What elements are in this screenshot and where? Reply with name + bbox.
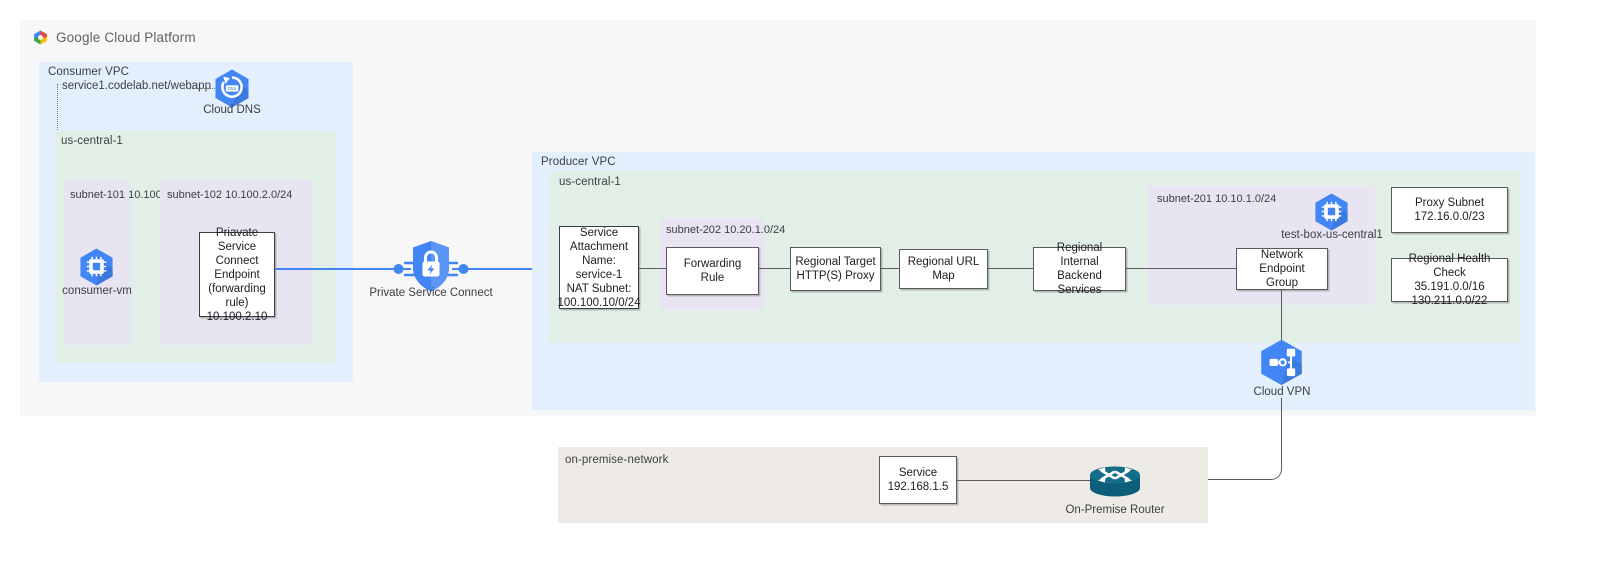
compute-engine-vm-icon	[1315, 193, 1348, 231]
psc-endpoint-line1: Priavate Service	[215, 226, 259, 253]
psc-link-right	[452, 268, 560, 270]
forwarding-rule-node: Forwarding Rule	[666, 247, 759, 295]
backend-services-node: Regional Internal Backend Services	[1033, 242, 1126, 296]
psc-link-left	[275, 268, 411, 270]
cloud-dns-label-line2: DNS	[236, 104, 261, 116]
link-urlmap-to-backend	[988, 268, 1033, 270]
neg-line2: Group	[1266, 277, 1298, 289]
cloud-dns-label-line1: Cloud	[203, 104, 234, 116]
private-service-connect-shield-icon	[393, 241, 469, 292]
on-premise-router-icon	[1090, 466, 1140, 497]
on-premise-network-label: on-premise-network	[565, 454, 669, 466]
target-http-proxy-line2: HTTP(S) Proxy	[796, 270, 875, 282]
health-check-line2: 35.191.0.0/16	[1414, 281, 1485, 293]
link-vpn-to-router	[1150, 398, 1282, 480]
proxy-subnet-node: Proxy Subnet 172.16.0.0/23	[1391, 187, 1508, 233]
compute-engine-vm-icon	[80, 248, 113, 286]
network-endpoint-group-node: Network Endpoint Group	[1236, 248, 1328, 290]
on-premise-service-line2: 192.168.1.5	[887, 481, 949, 493]
psc-label: Private Service Connect	[369, 287, 493, 299]
test-box-node	[1312, 192, 1351, 237]
google-cloud-logo-icon	[34, 30, 47, 45]
backend-services-line1: Regional Internal	[1056, 242, 1103, 268]
neg-line1: Network Endpoint	[1259, 249, 1305, 275]
proxy-subnet-line1: Proxy Subnet	[1414, 197, 1485, 209]
psc-endpoint-node: Priavate Service Connect Endpoint (forwa…	[199, 227, 275, 323]
link-proxy-to-urlmap	[881, 268, 899, 270]
proxy-subnet-line2: 172.16.0.0/23	[1414, 211, 1485, 223]
subnet-202-name: subnet-202	[666, 224, 722, 236]
cloud-vpn-icon	[1261, 339, 1302, 386]
cloud-dns-label: Cloud DNS	[196, 103, 268, 117]
cloud-dns-icon: DNS	[215, 69, 249, 108]
psc-endpoint-line2: Connect Endpoint	[214, 254, 260, 281]
consumer-vm-label: consumer-vm	[62, 285, 132, 297]
dns-url-text: service1.codelab.net/webapp	[62, 80, 211, 92]
health-check-line1: Regional Health Check	[1408, 253, 1491, 279]
forwarding-rule-label: Forwarding Rule	[683, 258, 742, 284]
url-map-label: Regional URL Map	[907, 256, 980, 282]
subnet-102-label: subnet-102 10.100.2.0/24	[167, 189, 292, 202]
service-attachment-line2: Attachment	[569, 240, 629, 253]
gcp-header-title: Google Cloud Platform	[56, 30, 196, 45]
subnet-201-label: subnet-201 10.10.1.0/24	[1157, 193, 1276, 206]
on-premise-service-line1: Service	[898, 467, 938, 479]
target-http-proxy-node: Regional Target HTTP(S) Proxy	[790, 247, 881, 291]
psc-shield-node	[392, 238, 470, 303]
subnet-201-name: subnet-201	[1157, 193, 1213, 205]
service-attachment-line1: Service	[579, 226, 619, 239]
link-service-to-router	[957, 480, 1092, 482]
subnet-202-cidr: 10.20.1.0/24	[724, 224, 786, 236]
backend-services-line2: Backend Services	[1057, 270, 1102, 296]
producer-region-label: us-central-1	[559, 176, 621, 188]
cloud-dns-node: DNS	[212, 68, 252, 114]
consumer-vpc-label: Consumer VPC	[48, 66, 130, 78]
service-attachment-line3: Name: service-1	[575, 254, 623, 281]
link-forwarding-to-proxy	[759, 268, 790, 270]
consumer-region-label: us-central-1	[61, 135, 123, 147]
subnet-201-cidr: 10.10.1.0/24	[1215, 193, 1277, 205]
svg-text:DNS: DNS	[227, 86, 236, 91]
on-premise-router-node	[1085, 462, 1145, 505]
cloud-vpn-node	[1254, 338, 1309, 393]
consumer-vm-node	[77, 247, 116, 292]
on-premise-router-label: On-Premise Router	[1065, 504, 1165, 516]
psc-endpoint-line3: (forwarding rule)	[208, 282, 266, 309]
service-attachment-line5: NAT Subnet:	[566, 282, 632, 295]
psc-endpoint-line4: 10.100.2.10	[206, 310, 268, 323]
url-map-node: Regional URL Map	[899, 249, 988, 289]
regional-health-check-node: Regional Health Check 35.191.0.0/16 130.…	[1391, 253, 1508, 307]
subnet-102-cidr: 10.100.2.0/24	[225, 189, 293, 201]
service-attachment-node: Service Attachment Name: service-1 NAT S…	[557, 226, 641, 309]
subnet-102-name: subnet-102	[167, 189, 223, 201]
producer-vpc-label: Producer VPC	[541, 156, 616, 168]
target-http-proxy-line1: Regional Target	[795, 256, 876, 268]
subnet-202-label: subnet-202 10.20.1.0/24	[666, 224, 785, 237]
cloud-vpn-label: Cloud VPN	[1253, 386, 1311, 398]
link-attachment-to-forwarding	[639, 268, 666, 270]
subnet-101-name: subnet-101	[70, 189, 126, 201]
health-check-line3: 130.211.0.0/22	[1411, 295, 1488, 307]
link-backend-to-neg	[1126, 268, 1236, 270]
link-neg-to-vpn	[1281, 290, 1283, 340]
gcp-header: Google Cloud Platform	[32, 29, 196, 46]
service-attachment-line6: 100.100.10/0/24	[557, 296, 641, 309]
dns-dotted-connector	[183, 88, 215, 89]
on-premise-service-node: Service 192.168.1.5	[879, 456, 957, 504]
test-box-label: test-box-us-central1	[1281, 229, 1383, 241]
